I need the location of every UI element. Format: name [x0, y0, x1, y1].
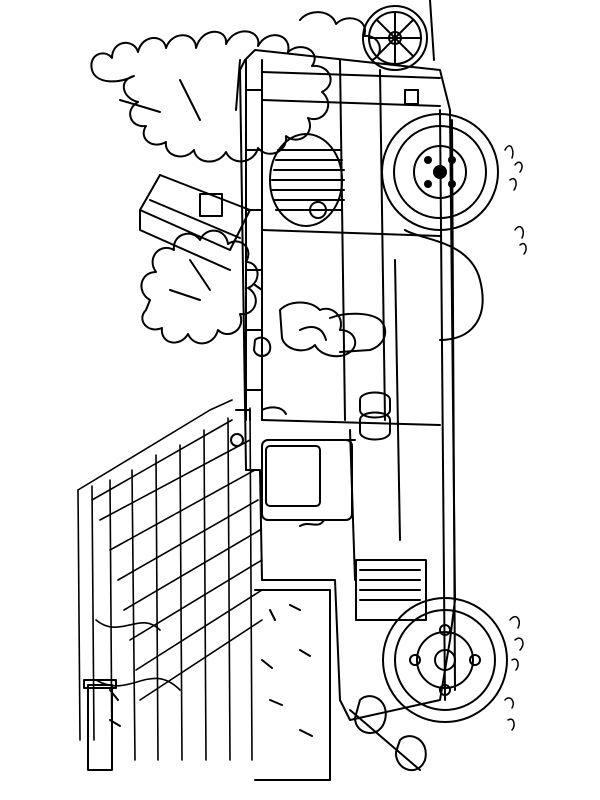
fire-truck — [230, 49, 484, 721]
house — [139, 174, 251, 271]
tree-middle — [140, 229, 259, 345]
spare-wheel — [362, 5, 428, 71]
brick-wall — [83, 589, 331, 781]
front-wheel — [382, 597, 508, 723]
wooden-fence — [77, 399, 263, 761]
grass — [504, 145, 527, 731]
rear-wheel — [381, 113, 499, 231]
front-bumper — [349, 695, 427, 772]
firefighters — [253, 284, 387, 358]
ground-line — [429, 0, 435, 61]
tree-top — [90, 11, 381, 163]
